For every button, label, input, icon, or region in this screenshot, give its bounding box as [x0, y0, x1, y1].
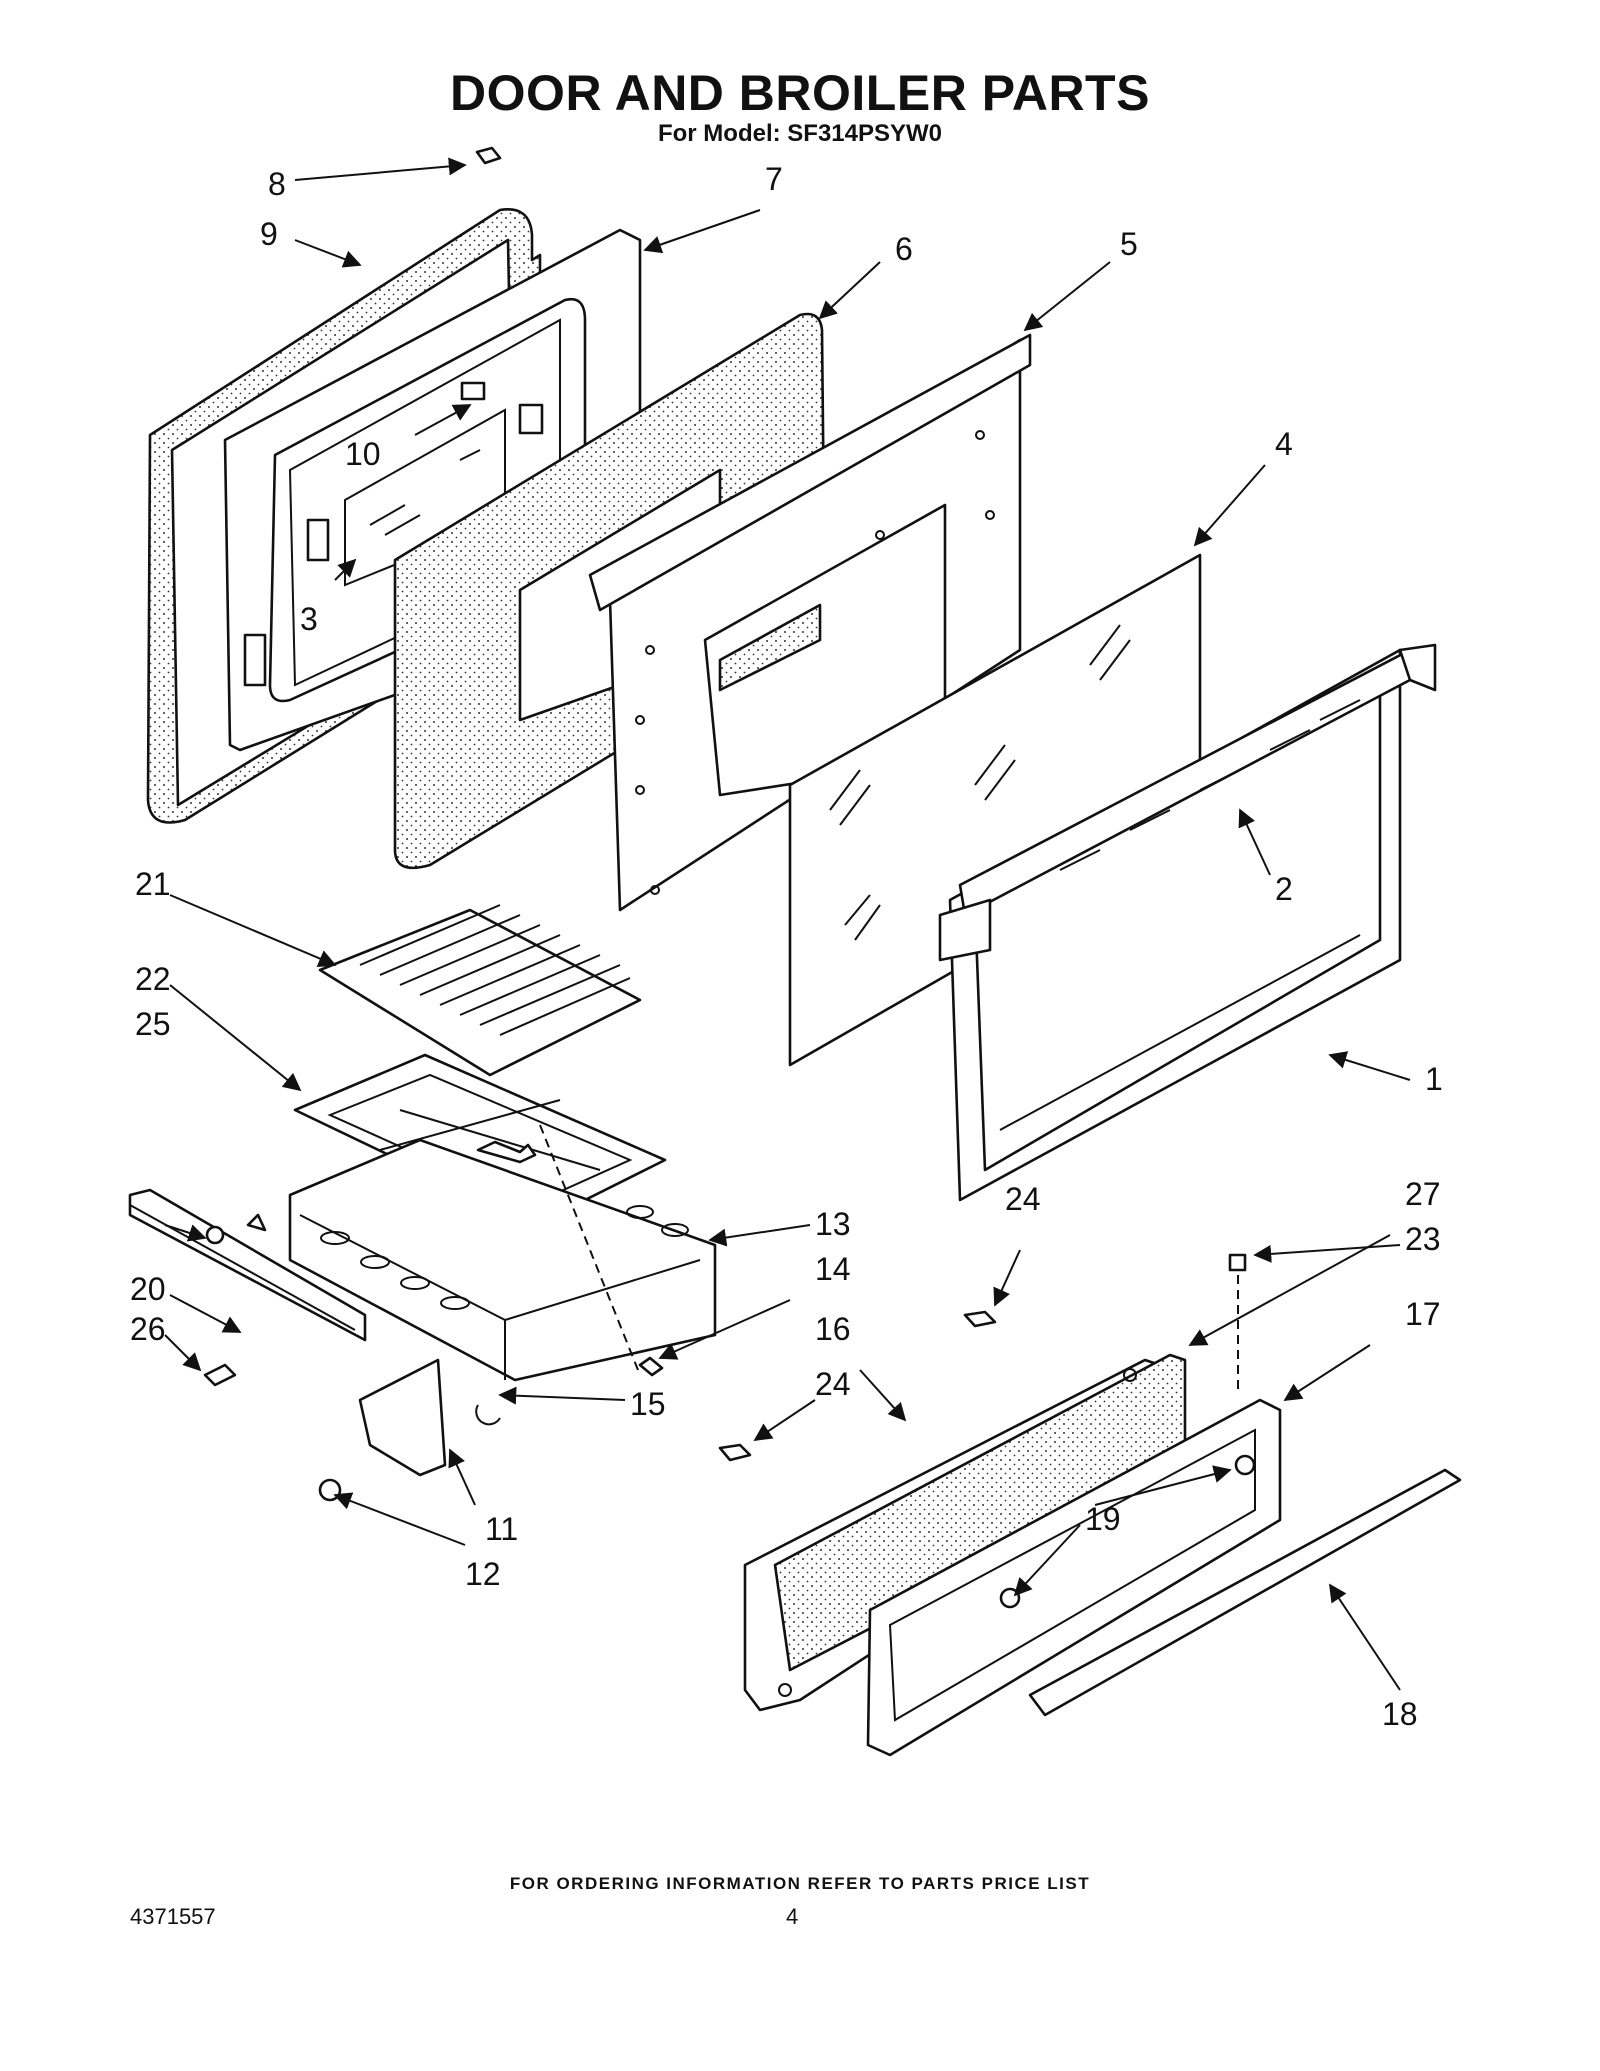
page-title: DOOR AND BROILER PARTS	[450, 65, 1150, 121]
callout-8: 8	[268, 166, 286, 202]
callout-12: 12	[465, 1556, 501, 1592]
callout-2: 2	[1275, 871, 1293, 907]
callout-1: 1	[1425, 1061, 1443, 1097]
callout-6: 6	[895, 231, 913, 267]
callout-24-lower: 24	[815, 1366, 851, 1402]
screws	[475, 146, 1247, 1462]
callout-22: 22	[135, 961, 171, 997]
callout-23: 23	[1405, 1221, 1441, 1257]
callout-21: 21	[135, 866, 171, 902]
callout-4: 4	[1275, 426, 1293, 462]
callout-18: 18	[1382, 1696, 1418, 1732]
callout-27: 27	[1405, 1176, 1441, 1212]
callout-14: 14	[815, 1251, 851, 1287]
ordering-note: FOR ORDERING INFORMATION REFER TO PARTS …	[509, 1874, 1091, 1893]
callout-17: 17	[1405, 1296, 1441, 1332]
callout-10: 10	[345, 436, 381, 472]
small-parts	[203, 1140, 664, 1502]
drawer-panel-part	[743, 1353, 1187, 1712]
door-liner-part	[588, 333, 1032, 912]
callout-20: 20	[130, 1271, 166, 1307]
trim-strip-part	[1028, 1468, 1462, 1717]
callout-15: 15	[630, 1386, 666, 1422]
callout-labels: 1 2 3 4 5 6 7 8 9 10 11 12 13 14 15 16 1…	[130, 161, 1443, 1732]
door-frame-part	[938, 643, 1437, 1202]
model-subtitle: For Model: SF314PSYW0	[657, 120, 943, 147]
callout-19: 19	[1085, 1501, 1121, 1537]
document-number: 4371557	[130, 1904, 216, 1929]
callout-7: 7	[765, 161, 783, 197]
callout-25: 25	[135, 1006, 171, 1042]
callout-13: 13	[815, 1206, 851, 1242]
callout-11: 11	[485, 1511, 518, 1547]
leader-lines	[164, 157, 1411, 1691]
broiler-grid-part	[318, 904, 642, 1077]
door-glass-part	[788, 553, 1202, 1067]
callout-3: 3	[300, 601, 318, 637]
broiler-drawer-part	[288, 1138, 717, 1382]
callout-9: 9	[260, 216, 278, 252]
callout-5: 5	[1120, 226, 1138, 262]
callout-24-upper: 24	[1005, 1181, 1041, 1217]
callout-16: 16	[815, 1311, 851, 1347]
callout-26: 26	[130, 1311, 166, 1347]
page-number: 4	[786, 1904, 799, 1929]
